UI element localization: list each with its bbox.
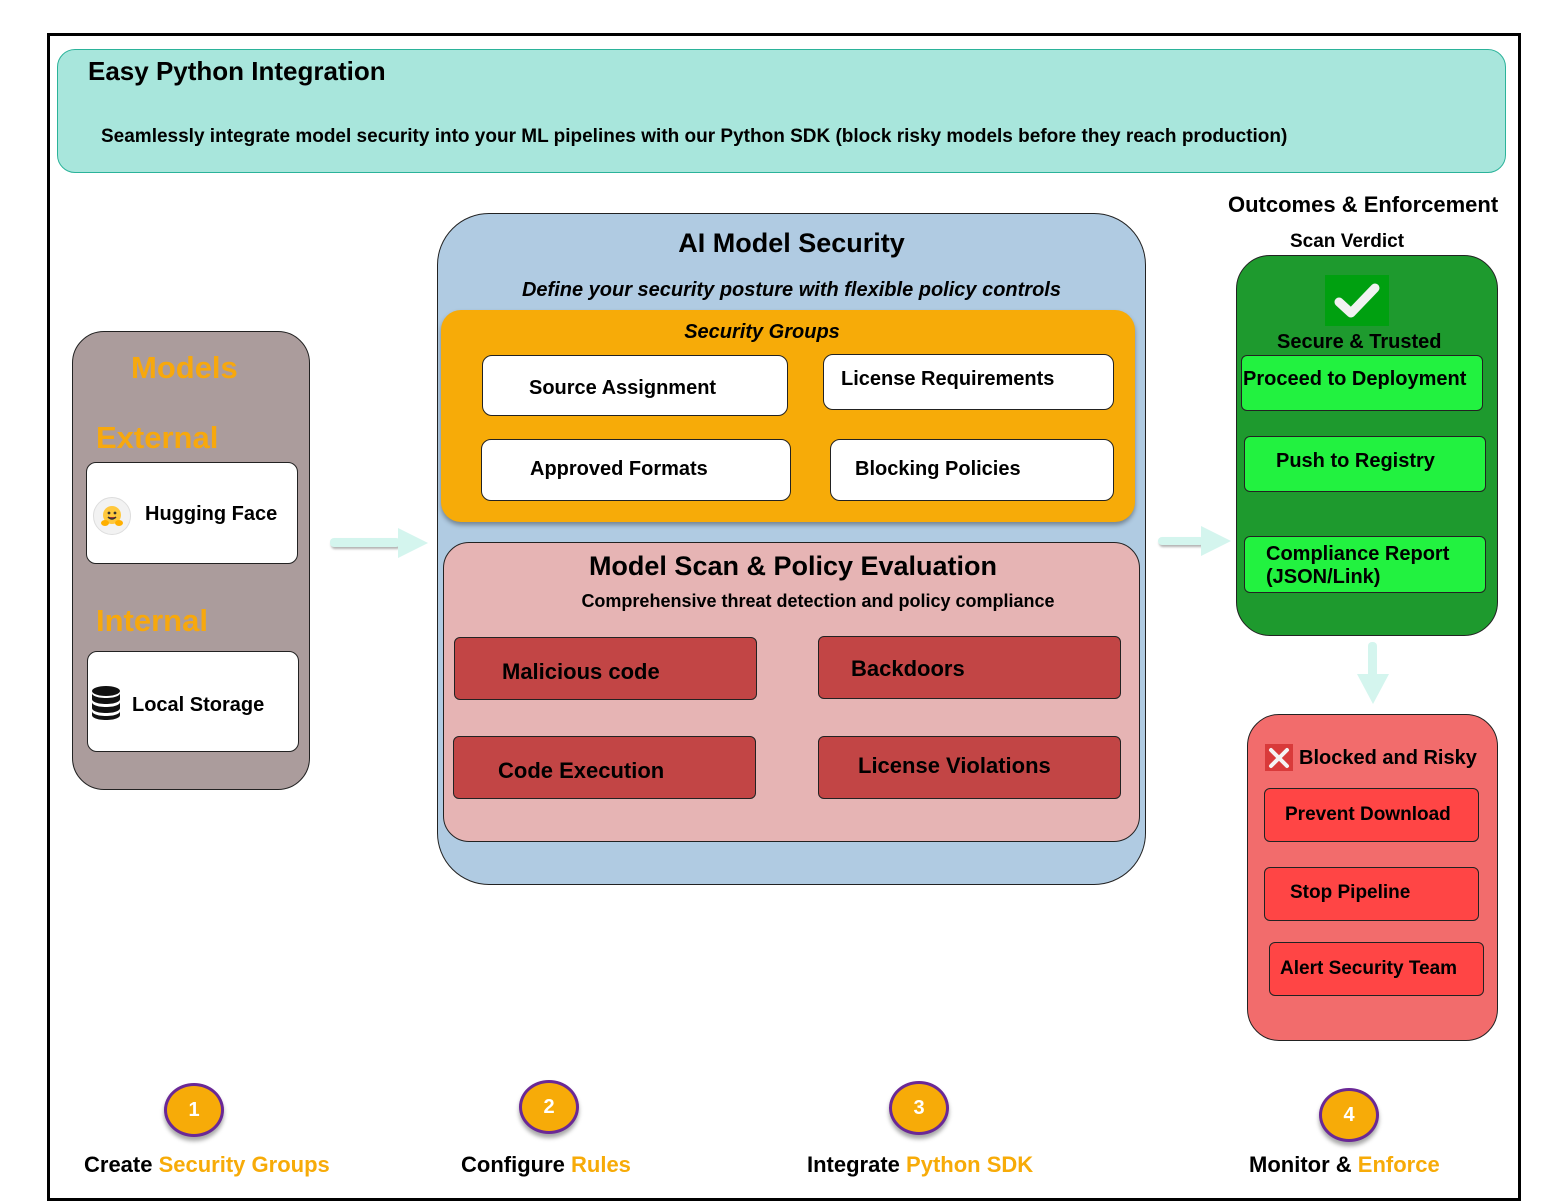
scan-title: Model Scan & Policy Evaluation [588,551,998,581]
action-label: Alert Security Team [1280,958,1458,979]
security-group-item[interactable]: License Requirements [823,354,1114,410]
outcomes-title: Outcomes & Enforcement [1228,192,1499,217]
security-group-label: Source Assignment [529,377,717,399]
step-highlight: Enforce [1357,1152,1440,1177]
intro-banner [57,49,1506,173]
ai-security-title: AI Model Security [678,228,905,258]
step-label: Monitor & Enforce [1249,1152,1440,1178]
banner-subtitle: Seamlessly integrate model security into… [101,126,1288,147]
security-group-item[interactable]: Approved Formats [481,439,791,501]
threat-item[interactable]: Malicious code [454,637,757,700]
flow-arrow-right-icon [1158,526,1231,556]
action-label: Prevent Download [1285,804,1451,825]
step-number-badge: 3 [889,1081,949,1135]
threat-label: Code Execution [498,758,665,783]
check-icon [1325,275,1389,326]
source-hugging-face[interactable]: Hugging Face [86,462,298,564]
security-group-item[interactable]: Source Assignment [482,355,788,416]
flow-arrow-right-icon [330,528,428,558]
action-label: Push to Registry [1276,450,1435,472]
blocked-action[interactable]: Alert Security Team [1269,942,1484,996]
step-prefix: Create [84,1152,159,1177]
models-title: Models [131,350,238,385]
source-local-storage[interactable]: Local Storage [87,651,299,752]
security-groups-title: Security Groups [684,321,840,343]
blocked-action[interactable]: Prevent Download [1264,788,1479,842]
step-prefix: Configure [461,1152,571,1177]
step-prefix: Integrate [807,1152,907,1177]
step-number-badge: 1 [164,1083,224,1137]
threat-item[interactable]: Backdoors [818,636,1121,699]
step-highlight: Rules [571,1152,631,1177]
blocked-title: Blocked and Risky [1299,747,1477,769]
threat-item[interactable]: License Violations [818,736,1121,799]
step-number-badge: 4 [1319,1088,1379,1142]
action-label: Compliance Report (JSON/Link) [1266,543,1450,588]
hugging-face-emoji-icon [93,497,131,535]
flow-arrow-down-icon [1357,642,1389,704]
step-label: Integrate Python SDK [807,1152,1033,1178]
step-label: Configure Rules [461,1152,631,1178]
secure-action[interactable]: Proceed to Deployment [1241,355,1483,411]
step-highlight: Security Groups [158,1152,330,1177]
diagram-frame [47,33,1521,1201]
threat-label: Backdoors [851,656,965,681]
security-group-item[interactable]: Blocking Policies [830,439,1114,501]
banner-title: Easy Python Integration [88,56,386,86]
secure-title: Secure & Trusted [1277,331,1442,353]
security-group-label: Blocking Policies [855,458,1021,480]
x-icon [1265,744,1293,771]
scan-verdict-label: Scan Verdict [1290,231,1405,252]
scan-subtitle: Comprehensive threat detection and polic… [581,591,1055,611]
database-icon [90,685,122,726]
blocked-action[interactable]: Stop Pipeline [1264,867,1479,921]
ai-security-subtitle: Define your security posture with flexib… [521,279,1061,301]
security-group-label: Approved Formats [530,458,708,480]
step-label: Create Security Groups [84,1152,330,1178]
threat-item[interactable]: Code Execution [453,736,756,799]
step-prefix: Monitor & [1249,1152,1358,1177]
action-label: Stop Pipeline [1290,882,1411,903]
secure-action[interactable]: Compliance Report (JSON/Link) [1244,536,1486,593]
source-label: Local Storage [132,694,265,716]
secure-action[interactable]: Push to Registry [1244,436,1486,492]
step-number-badge: 2 [519,1080,579,1134]
step-highlight: Python SDK [906,1152,1034,1177]
external-label: External [96,420,219,455]
threat-label: Malicious code [502,659,660,684]
threat-label: License Violations [858,753,1051,778]
source-label: Hugging Face [145,503,278,525]
security-group-label: License Requirements [841,368,1055,390]
internal-label: Internal [96,603,208,638]
action-label: Proceed to Deployment [1243,368,1467,390]
